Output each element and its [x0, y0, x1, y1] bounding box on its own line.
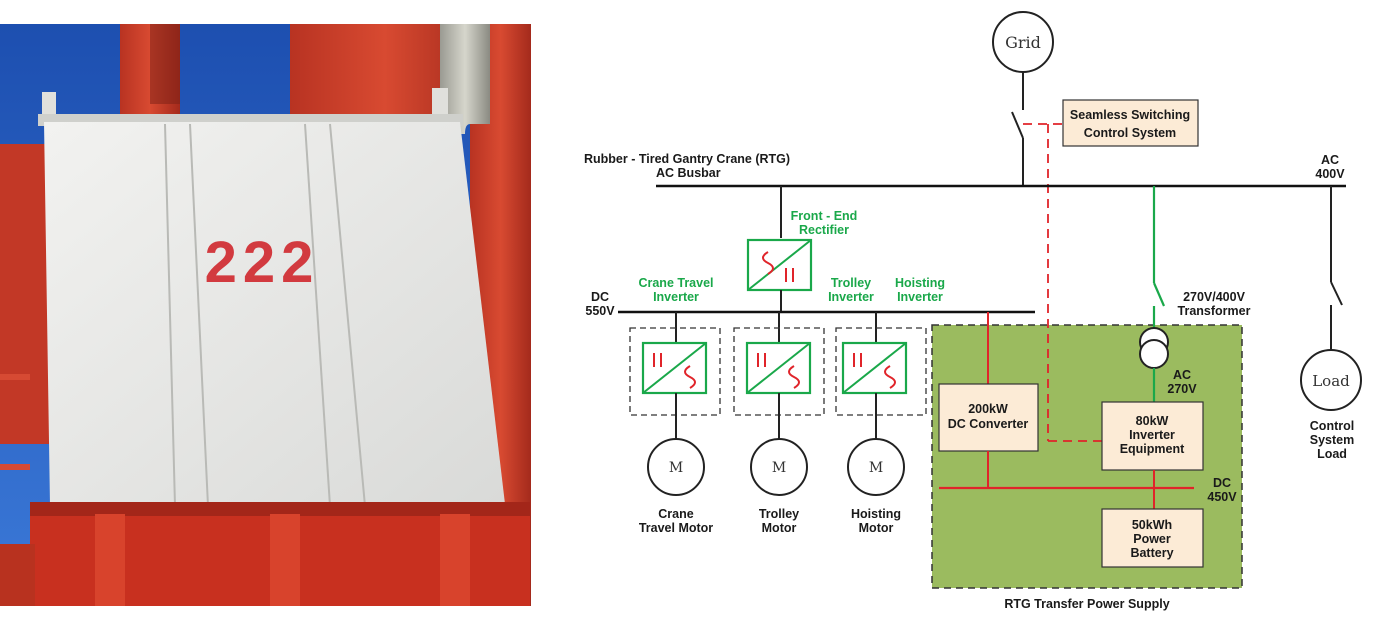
crane-inverter-label-1: Crane Travel [638, 276, 713, 290]
transformer [1139, 327, 1169, 369]
motor-label-trolley-1: Trolley [759, 507, 799, 521]
trolley-inverter [733, 312, 825, 441]
battery-label-3: Battery [1130, 546, 1173, 560]
ac400-label-1: AC [1321, 153, 1339, 167]
crane-travel-inverter [629, 312, 721, 441]
dc-converter-box [938, 383, 1039, 452]
hoisting-inverter [835, 312, 927, 441]
motor-symbol-2: M [772, 460, 786, 476]
hoisting-motor [847, 438, 905, 496]
front-end-label-2: Rectifier [799, 223, 849, 237]
motor-label-trolley-2: Motor [762, 521, 797, 535]
dc550-label-2: 550V [585, 304, 615, 318]
motor-symbol-1: M [669, 460, 683, 476]
motor-label-hoisting-2: Motor [859, 521, 894, 535]
ac270-label-2: 270V [1167, 382, 1197, 396]
front-end-rectifier [746, 238, 813, 292]
dc-converter-label-1: 200kW [968, 402, 1008, 416]
power-supply-diagram: Grid Seamless Switching Control System R… [584, 11, 1362, 611]
motor-label-crane-2: Travel Motor [639, 521, 713, 535]
trolley-inverter-label-1: Trolley [831, 276, 871, 290]
battery-label-1: 50kWh [1132, 518, 1172, 532]
seamless-label-2: Control System [1084, 126, 1176, 140]
inverter-equipment-label-3: Equipment [1120, 442, 1185, 456]
power-battery-box [1101, 508, 1204, 568]
dc-converter-label-2: DC Converter [948, 417, 1029, 431]
front-end-label-1: Front - End [791, 209, 858, 223]
transformer-switch [1152, 282, 1166, 307]
motor-label-crane-1: Crane [658, 507, 693, 521]
motor-label-hoisting-1: Hoisting [851, 507, 901, 521]
inverter-equipment-label-1: 80kW [1136, 414, 1169, 428]
transformer-label-2: Transformer [1178, 304, 1251, 318]
transformer-label-1: 270V/400V [1183, 290, 1246, 304]
battery-label-2: Power [1133, 532, 1171, 546]
rtg-supply-label: RTG Transfer Power Supply [1004, 597, 1169, 611]
grid-switch [1011, 111, 1024, 139]
trolley-inverter-label-2: Inverter [828, 290, 874, 304]
crane-travel-motor [647, 438, 705, 496]
load-label: Load [1312, 372, 1350, 390]
motor-symbol-3: M [869, 460, 883, 476]
load-switch [1330, 281, 1343, 306]
crane-inverter-label-2: Inverter [653, 290, 699, 304]
cabinet-number: 222 [205, 230, 320, 295]
seamless-switching-box [1062, 99, 1199, 147]
cabinet-photo: 222 [0, 24, 531, 606]
ac400-label-2: 400V [1315, 167, 1345, 181]
busbar-label-1: Rubber - Tired Gantry Crane (RTG) [584, 152, 790, 166]
seamless-label-1: Seamless Switching [1070, 108, 1190, 122]
load-circle [1300, 349, 1362, 411]
dc450-label-1: DC [1213, 476, 1231, 490]
trolley-motor [750, 438, 808, 496]
grid-label: Grid [1005, 33, 1041, 52]
hoisting-inverter-label-1: Hoisting [895, 276, 945, 290]
dc550-label-1: DC [591, 290, 609, 304]
control-load-label-1: Control [1310, 419, 1354, 433]
inverter-equipment-box [1101, 401, 1204, 471]
busbar-label-2: AC Busbar [656, 166, 721, 180]
ac270-label-1: AC [1173, 368, 1191, 382]
hoisting-inverter-label-2: Inverter [897, 290, 943, 304]
control-load-label-3: Load [1317, 447, 1347, 461]
dc450-label-2: 450V [1207, 490, 1237, 504]
inverter-equipment-label-2: Inverter [1129, 428, 1175, 442]
control-load-label-2: System [1310, 433, 1354, 447]
